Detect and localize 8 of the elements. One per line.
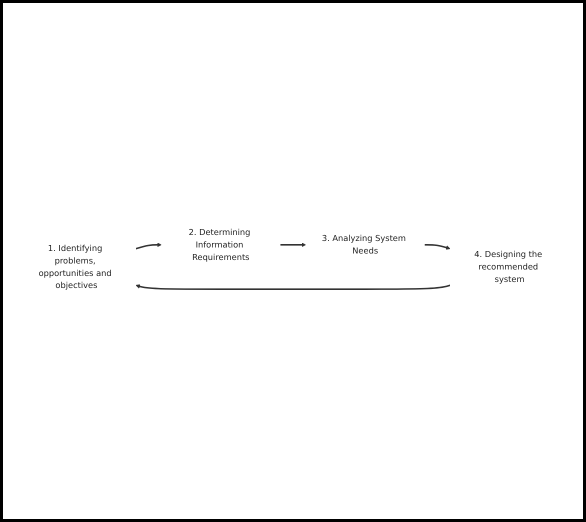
node-text: 2. Determining Information Requirements [188,226,250,262]
node-text: 4. Designing the recommended system [474,248,542,284]
node-text: 1. Identifying problems, opportunities and objectives [38,242,112,290]
arrow [136,242,162,250]
arrow [424,244,450,250]
arrow [280,242,306,247]
node-text: 3. Analyzing System Needs [322,232,406,256]
arrow [136,284,450,290]
